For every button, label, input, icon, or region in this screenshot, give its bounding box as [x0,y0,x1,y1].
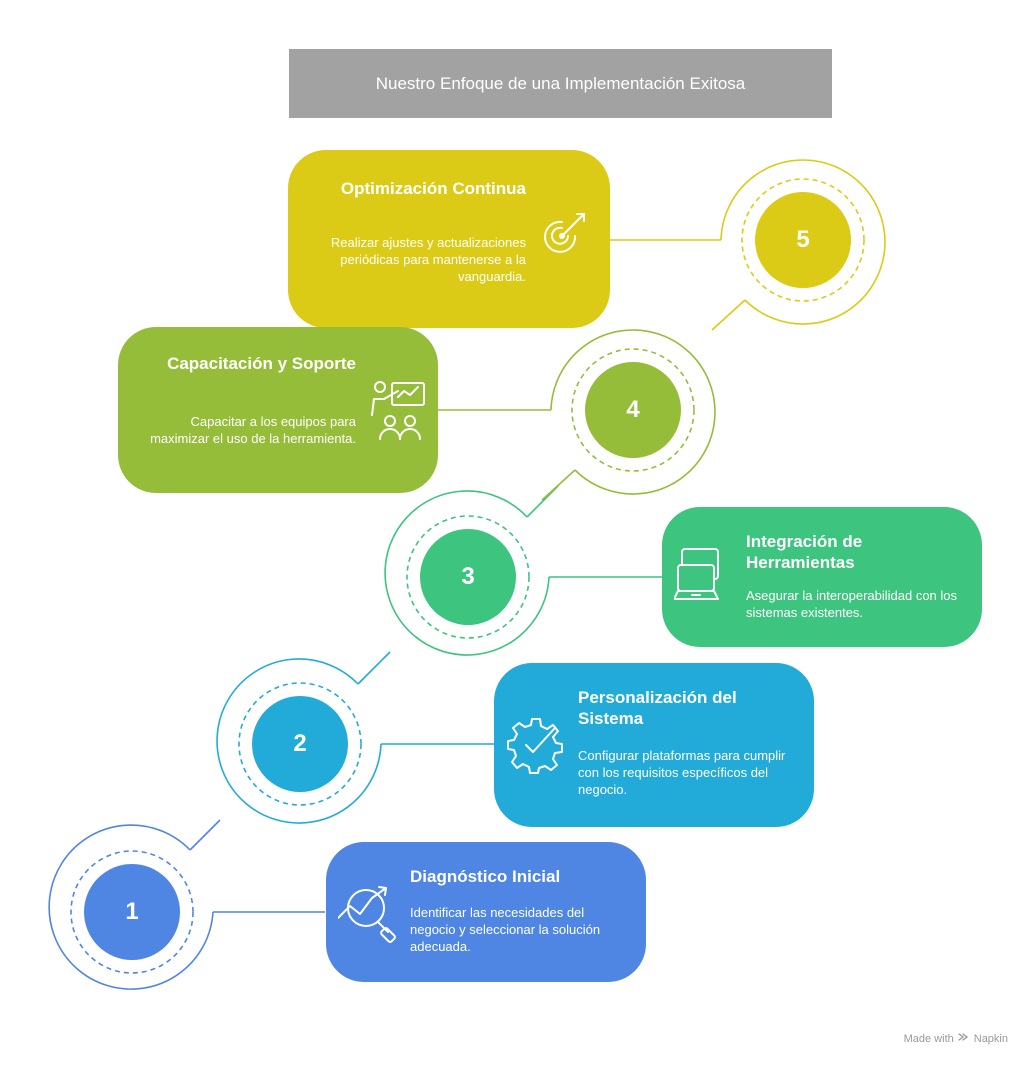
gear-check-icon [506,715,566,780]
step-1-title: Diagnóstico Inicial [410,867,561,886]
step-4-title: Capacitación y Soporte [167,354,356,373]
step-1-description: Identificar las necesidades del negocio … [410,905,601,954]
step-5-number: 5 [755,192,851,288]
step-3-card: Integración de Herramientas Asegurar la … [662,507,982,647]
step-4-card: Capacitación y Soporte Capacitar a los e… [118,327,438,493]
step-1-number: 1 [84,864,180,960]
step-4-description: Capacitar a los equipos para maximizar e… [150,414,356,446]
footer-watermark: Made with Napkin [904,1032,1008,1045]
step-2-card: Personalización del Sistema Configurar p… [494,663,814,827]
step-1-card: Diagnóstico Inicial Identificar las nece… [326,842,646,982]
step-5-card: Optimización Continua Realizar ajustes y… [288,150,610,328]
step-4-number: 4 [585,362,681,458]
step-3-description: Asegurar la interoperabilidad con los si… [746,588,958,620]
step-2-number: 2 [252,696,348,792]
step-2-rings [216,651,494,824]
step-2-description: Configurar plataformas para cumplir con … [578,748,786,797]
step-3-number: 3 [420,529,516,625]
step-4-rings [438,329,716,501]
footer-made-with: Made with [903,1032,954,1045]
step-5-rings [610,159,886,331]
step-3-title: Integración de Herramientas [746,532,863,572]
step-1-rings [48,819,325,990]
step-5-title: Optimización Continua [340,179,526,198]
step-2-title: Personalización del Sistema [578,688,737,728]
chart-magnifier-icon [337,882,398,949]
diagram-title: Nuestro Enfoque de una Implementación Ex… [289,49,832,118]
devices-icon [673,545,724,610]
target-arrow-icon [538,208,590,265]
step-5-description: Realizar ajustes y actualizaciones perió… [330,235,526,284]
napkin-logo-icon [958,1032,970,1045]
presentation-team-icon [368,377,428,448]
footer-brand: Napkin [973,1032,1008,1045]
